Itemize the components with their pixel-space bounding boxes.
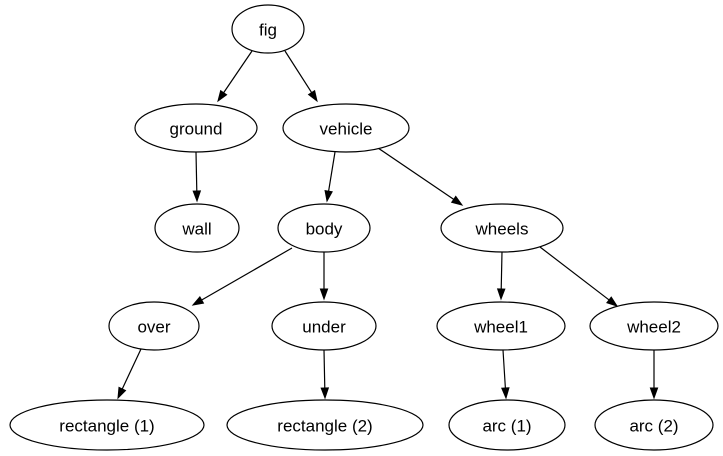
edge-line — [500, 251, 503, 290]
edge-ground-to-wall — [192, 151, 202, 203]
arrowhead-icon — [307, 89, 318, 103]
arrowhead-icon — [649, 387, 659, 400]
node-wheel2[interactable]: wheel2 — [589, 301, 719, 351]
edge-wheels-to-wheel2 — [539, 246, 619, 307]
node-arc1[interactable]: arc (1) — [448, 399, 566, 451]
edge-vehicle-to-wheels — [377, 147, 464, 206]
node-shape-fig[interactable] — [231, 4, 305, 54]
arrowhead-icon — [192, 190, 202, 203]
edge-line — [195, 151, 198, 192]
nodes-layer: fig ground vehicle wall body wheels over under w… — [9, 4, 719, 451]
node-fig[interactable]: fig — [231, 4, 305, 54]
edge-under-to-rectangle2 — [320, 349, 330, 400]
edge-vehicle-to-body — [324, 151, 336, 203]
edge-line — [328, 151, 336, 192]
node-wheel1[interactable]: wheel1 — [436, 301, 566, 351]
node-shape-under[interactable] — [271, 301, 377, 351]
arrowhead-icon — [606, 296, 619, 307]
node-body[interactable]: body — [277, 203, 371, 253]
node-wheels[interactable]: wheels — [440, 203, 564, 253]
arrowhead-icon — [324, 189, 333, 203]
edge-fig-to-ground — [217, 50, 253, 103]
arrowhead-icon — [501, 387, 510, 400]
node-wall[interactable]: wall — [154, 203, 240, 253]
node-shape-vehicle[interactable] — [282, 103, 410, 153]
node-vehicle[interactable]: vehicle — [282, 103, 410, 153]
node-shape-rectangle1[interactable] — [9, 399, 205, 451]
node-shape-wheel1[interactable] — [436, 301, 566, 351]
node-over[interactable]: over — [108, 301, 200, 351]
node-shape-arc1[interactable] — [448, 399, 566, 451]
node-arc2[interactable]: arc (2) — [594, 399, 714, 451]
arrowhead-icon — [450, 195, 464, 206]
edge-line — [502, 349, 506, 389]
arrowhead-icon — [320, 387, 330, 400]
edge-line — [377, 147, 455, 200]
edge-fig-to-vehicle — [284, 50, 318, 103]
arrowhead-icon — [319, 288, 329, 301]
edge-over-to-rectangle1 — [117, 348, 142, 400]
node-shape-wall[interactable] — [154, 203, 240, 253]
edge-line — [201, 247, 293, 301]
edge-line — [323, 349, 326, 389]
arrowhead-icon — [217, 89, 228, 103]
node-shape-over[interactable] — [108, 301, 200, 351]
node-shape-wheels[interactable] — [440, 203, 564, 253]
node-rectangle2[interactable]: rectangle (2) — [226, 399, 424, 451]
arrowhead-icon — [496, 288, 506, 301]
node-shape-rectangle2[interactable] — [226, 399, 424, 451]
edge-line — [284, 50, 313, 93]
edge-wheels-to-wheel1 — [496, 251, 506, 301]
node-under[interactable]: under — [271, 301, 377, 351]
edge-line — [223, 50, 253, 94]
node-rectangle1[interactable]: rectangle (1) — [9, 399, 205, 451]
edge-body-to-under — [319, 252, 329, 301]
node-shape-body[interactable] — [277, 203, 371, 253]
arrowhead-icon — [191, 296, 205, 306]
node-ground[interactable]: ground — [134, 103, 258, 153]
edge-line — [121, 348, 142, 390]
edge-line — [539, 246, 610, 301]
edge-wheel1-to-arc1 — [501, 349, 510, 400]
node-shape-wheel2[interactable] — [589, 301, 719, 351]
arrowhead-icon — [117, 386, 127, 400]
node-shape-arc2[interactable] — [594, 399, 714, 451]
edge-wheel2-to-arc2 — [649, 350, 659, 400]
edges-layer — [117, 50, 659, 400]
edge-body-to-over — [191, 247, 293, 306]
node-shape-ground[interactable] — [134, 103, 258, 153]
